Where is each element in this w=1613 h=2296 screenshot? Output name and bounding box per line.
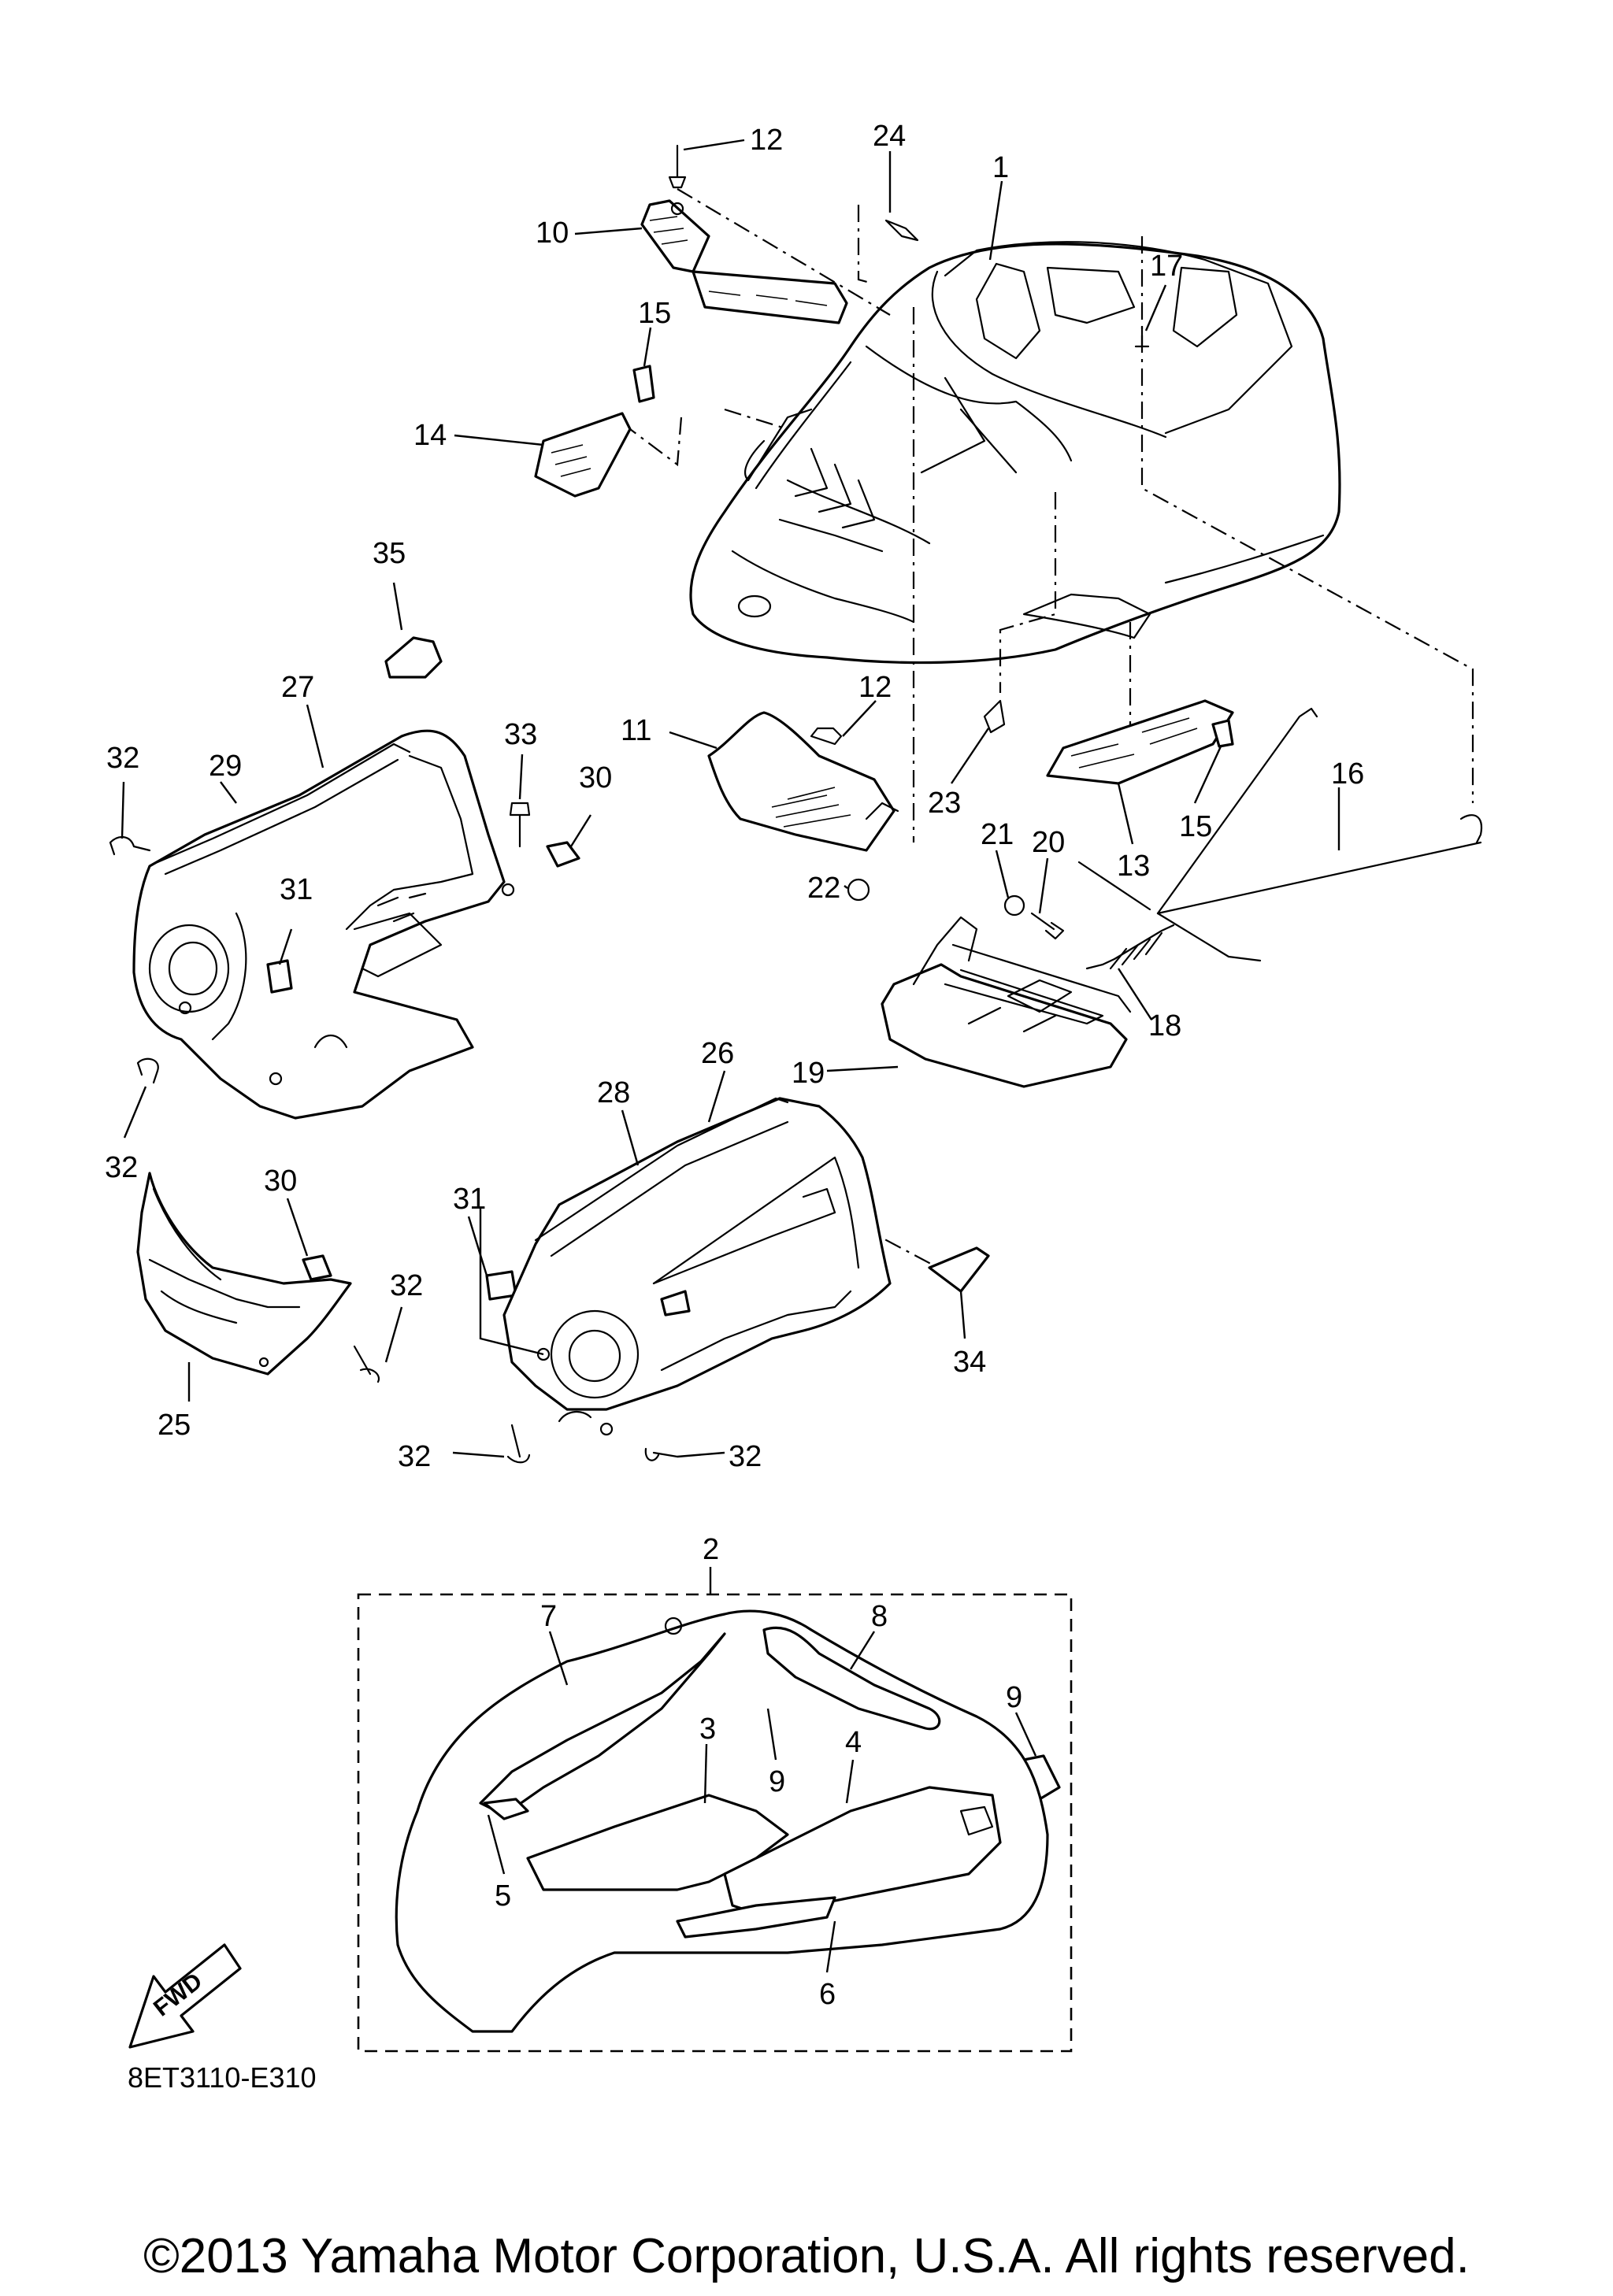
callout-15b: 15 (1179, 810, 1212, 843)
callout-10: 10 (536, 217, 569, 250)
callout-20: 20 (1032, 826, 1065, 859)
callout-30a: 30 (579, 761, 612, 794)
callout-9b: 9 (769, 1765, 785, 1798)
callout-31a: 31 (280, 873, 313, 906)
callout-18: 18 (1148, 1009, 1181, 1042)
callout-9a: 9 (1006, 1681, 1022, 1714)
callout-32b: 32 (105, 1151, 138, 1184)
part-2-graphic-set (395, 1609, 1049, 2033)
callout-30b: 30 (264, 1165, 297, 1198)
part-1-front-shroud (689, 241, 1341, 665)
diagram-code: 8ET3110-E310 (128, 2061, 317, 2094)
callout-12a: 12 (750, 124, 783, 157)
callout-29: 29 (209, 750, 242, 783)
callout-19: 19 (792, 1057, 825, 1090)
copyright-notice: ©2013 Yamaha Motor Corporation, U.S.A. A… (143, 2229, 1470, 2283)
callout-25: 25 (158, 1409, 191, 1442)
kit-2-boundary (357, 1593, 1073, 2053)
callout-16: 16 (1331, 757, 1364, 791)
callout-labels: 1 2 3 4 5 6 7 8 9 9 10 11 12 12 13 14 15… (105, 120, 1364, 2011)
part-19-box (881, 916, 1132, 1088)
callout-24: 24 (873, 120, 906, 153)
callout-26: 26 (701, 1037, 734, 1070)
part-14-panel (534, 412, 632, 498)
part-16-cable (1077, 707, 1483, 962)
callout-3: 3 (699, 1713, 716, 1746)
part-13-footrest (1046, 699, 1234, 785)
callout-2: 2 (703, 1533, 719, 1566)
callout-27: 27 (281, 671, 314, 704)
callout-32e: 32 (729, 1440, 762, 1473)
callout-6: 6 (819, 1978, 836, 2011)
callout-32d: 32 (398, 1440, 431, 1473)
part-10-panel (640, 199, 848, 324)
callout-21: 21 (981, 818, 1014, 851)
part-27-left-cover (132, 729, 515, 1120)
callout-7: 7 (540, 1600, 557, 1633)
callout-13: 13 (1117, 850, 1150, 883)
callout-4: 4 (845, 1726, 862, 1759)
callout-5: 5 (495, 1879, 511, 1913)
callout-33: 33 (504, 718, 537, 751)
part-18-spring (1085, 924, 1175, 970)
assembly-centerlines (590, 188, 1474, 1276)
callout-35: 35 (373, 537, 406, 570)
callout-1: 1 (992, 151, 1009, 184)
callout-22: 22 (807, 872, 840, 905)
callout-28: 28 (597, 1076, 630, 1109)
part-25-lower-panel (136, 1172, 352, 1376)
callout-15a: 15 (638, 297, 671, 330)
part-26-right-cover (502, 1097, 892, 1436)
callout-23: 23 (928, 787, 961, 820)
leader-lines (121, 139, 1340, 1973)
part-11-footrest (707, 711, 899, 852)
callout-8: 8 (871, 1600, 888, 1633)
callout-12b: 12 (858, 671, 892, 704)
callout-32a: 32 (106, 742, 139, 775)
callout-34: 34 (953, 1346, 986, 1379)
callout-31b: 31 (453, 1183, 486, 1216)
callout-14: 14 (413, 419, 447, 452)
fwd-arrow-icon: FWD (128, 1943, 242, 2049)
callout-17: 17 (1150, 250, 1183, 283)
callout-32c: 32 (390, 1269, 423, 1302)
callout-11: 11 (621, 714, 651, 747)
